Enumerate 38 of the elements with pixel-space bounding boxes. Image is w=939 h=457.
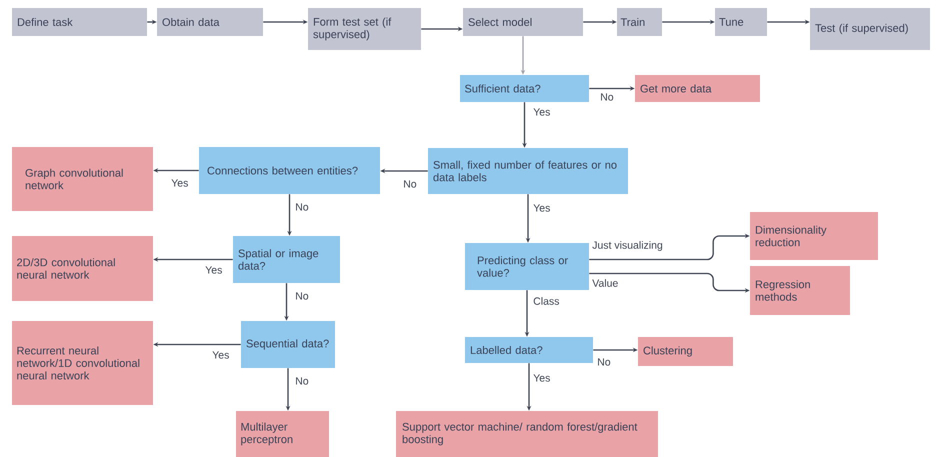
edge-label: No — [294, 291, 310, 301]
outcome-box: 2D/3D convolutional neural network — [12, 236, 153, 301]
outcome-box: Dimensionality reduction — [750, 212, 878, 260]
outcome-box: Multilayer perceptron — [236, 410, 329, 457]
decision-box: Spatial or image data? — [233, 236, 340, 283]
decision-box: Connections between entities? — [199, 147, 380, 194]
outcome-box: Regression methods — [750, 266, 850, 315]
edge-label: Yes — [170, 178, 190, 188]
edge-label: No — [294, 202, 310, 212]
process-box: Define task — [12, 8, 147, 36]
edge-label: Value — [591, 278, 620, 288]
decision-box: Sufficient data? — [460, 75, 589, 102]
edge-label: No — [294, 376, 310, 386]
outcome-box: Get more data — [635, 75, 760, 102]
process-box: Select model — [463, 8, 583, 36]
process-box: Train — [617, 8, 662, 36]
process-box: Obtain data — [157, 8, 263, 36]
edge-label: No — [596, 357, 612, 367]
outcome-box: Clustering — [638, 337, 733, 366]
decision-box: Labelled data? — [465, 337, 593, 363]
process-box: Tune — [715, 8, 767, 36]
outcome-box: Recurrent neural network/1D convolutional neural network — [12, 320, 153, 405]
outcome-box: Graph convolutional network — [12, 147, 153, 211]
edge-label: No — [402, 179, 418, 189]
edge-label: Yes — [532, 203, 552, 213]
edge-label: Yes — [211, 350, 230, 360]
edge-label: Yes — [532, 107, 552, 117]
process-box: Test (if supervised) — [810, 8, 930, 50]
edge-label: Yes — [204, 265, 224, 275]
edge-label: Just visualizing — [591, 240, 664, 252]
decision-box: Small, fixed number of features or no data labels — [428, 148, 628, 194]
decision-box: Sequential data? — [241, 320, 335, 368]
decision-box: Predicting class or value? — [465, 242, 589, 290]
outcome-box: Support vector machine/ random forest/gradient boosting — [396, 410, 658, 457]
edge-label: No — [599, 92, 615, 102]
process-box: Form test set (if supervised) — [308, 8, 421, 50]
edge-label: Class — [532, 296, 560, 306]
edge-label: Yes — [532, 373, 552, 383]
